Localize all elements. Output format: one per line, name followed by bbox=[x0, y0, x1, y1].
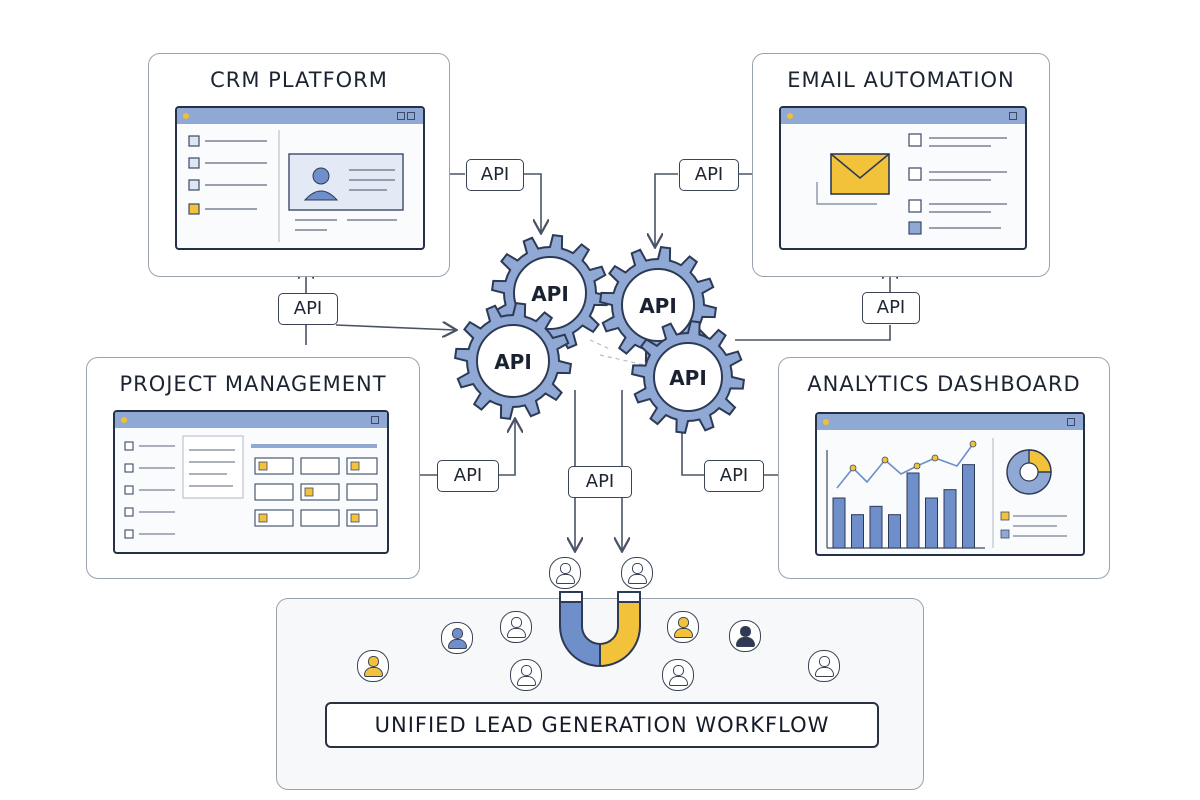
analytics-window-control bbox=[1067, 418, 1075, 426]
gear-api-label-top-left: API bbox=[531, 282, 569, 306]
person-icon bbox=[621, 557, 653, 589]
analytics-bar bbox=[832, 497, 846, 549]
api-tag-center: API bbox=[568, 466, 632, 498]
gear-bottom-right-hub bbox=[653, 342, 723, 412]
line-email-to-gears bbox=[735, 325, 891, 341]
crm-platform-panel: CRM PLATFORM bbox=[148, 53, 450, 277]
email-window-control bbox=[1009, 112, 1017, 120]
project-management-title: PROJECT MANAGEMENT bbox=[119, 372, 387, 396]
email-window bbox=[779, 106, 1027, 250]
analytics-bar bbox=[906, 472, 920, 549]
crm-window-dot bbox=[183, 113, 189, 119]
crm-window-titlebar bbox=[177, 108, 423, 124]
analytics-bar bbox=[962, 464, 975, 549]
workflow-panel bbox=[276, 598, 924, 790]
gear-top-left-hub bbox=[513, 256, 587, 330]
crm-platform-title: CRM PLATFORM bbox=[210, 68, 388, 92]
analytics-chart bbox=[826, 438, 1067, 549]
email-window-content bbox=[816, 133, 1007, 235]
workflow-title: UNIFIED LEAD GENERATION WORKFLOW bbox=[325, 702, 879, 748]
gear-bottom-left-hub bbox=[476, 324, 550, 398]
project-window-control bbox=[371, 416, 379, 424]
arrow-email-api-down bbox=[655, 173, 678, 246]
email-window-titlebar bbox=[781, 108, 1025, 124]
analytics-dashboard-title: ANALYTICS DASHBOARD bbox=[807, 372, 1081, 396]
api-tag-crm-left: API bbox=[278, 293, 338, 325]
api-tag-project: API bbox=[437, 460, 499, 492]
gear-api-label-bottom-right: API bbox=[669, 366, 707, 390]
crm-contact-avatar bbox=[312, 167, 330, 185]
person-icon bbox=[662, 659, 694, 691]
crm-window-control bbox=[397, 112, 405, 120]
analytics-bar bbox=[943, 489, 957, 549]
envelope-icon bbox=[830, 153, 890, 195]
analytics-bar bbox=[925, 497, 938, 549]
api-tag-analytics: API bbox=[704, 460, 764, 492]
email-window-dot bbox=[787, 113, 793, 119]
analytics-trend-line bbox=[836, 443, 974, 489]
project-window bbox=[113, 410, 389, 554]
api-tag-email-top: API bbox=[679, 159, 739, 191]
crm-window bbox=[175, 106, 425, 250]
project-management-panel: PROJECT MANAGEMENT bbox=[86, 357, 420, 579]
analytics-bar bbox=[888, 514, 901, 549]
email-automation-title: EMAIL AUTOMATION bbox=[787, 68, 1015, 92]
person-icon bbox=[808, 650, 840, 682]
person-icon bbox=[441, 622, 473, 654]
gear-api-label-top-right: API bbox=[639, 294, 677, 318]
person-icon bbox=[729, 620, 761, 652]
analytics-window bbox=[815, 412, 1085, 556]
person-icon bbox=[510, 659, 542, 691]
arrow-crm-to-gears bbox=[335, 325, 455, 330]
analytics-bar bbox=[851, 514, 864, 549]
line-analytics-gears bbox=[681, 420, 704, 476]
crm-window-control bbox=[407, 112, 415, 120]
analytics-window-dot bbox=[823, 419, 829, 425]
person-icon bbox=[667, 611, 699, 643]
magnet-icon bbox=[559, 591, 641, 668]
arrow-project-up bbox=[497, 420, 515, 476]
crm-window-content bbox=[188, 130, 404, 242]
project-window-titlebar bbox=[115, 412, 387, 428]
analytics-dashboard-panel: ANALYTICS DASHBOARD bbox=[778, 357, 1110, 579]
project-window-content bbox=[124, 435, 378, 539]
gear-api-label-bottom-left: API bbox=[494, 350, 532, 374]
person-icon bbox=[357, 650, 389, 682]
arrow-crm-api-down bbox=[521, 173, 541, 232]
analytics-window-titlebar bbox=[817, 414, 1083, 430]
project-window-dot bbox=[121, 417, 127, 423]
gear-top-right-hub bbox=[621, 268, 695, 342]
email-automation-panel: EMAIL AUTOMATION bbox=[752, 53, 1050, 277]
analytics-bar bbox=[869, 505, 883, 549]
person-icon bbox=[549, 557, 581, 589]
person-icon bbox=[500, 611, 532, 643]
api-tag-email-right: API bbox=[862, 292, 920, 324]
api-tag-crm-top: API bbox=[466, 159, 524, 191]
